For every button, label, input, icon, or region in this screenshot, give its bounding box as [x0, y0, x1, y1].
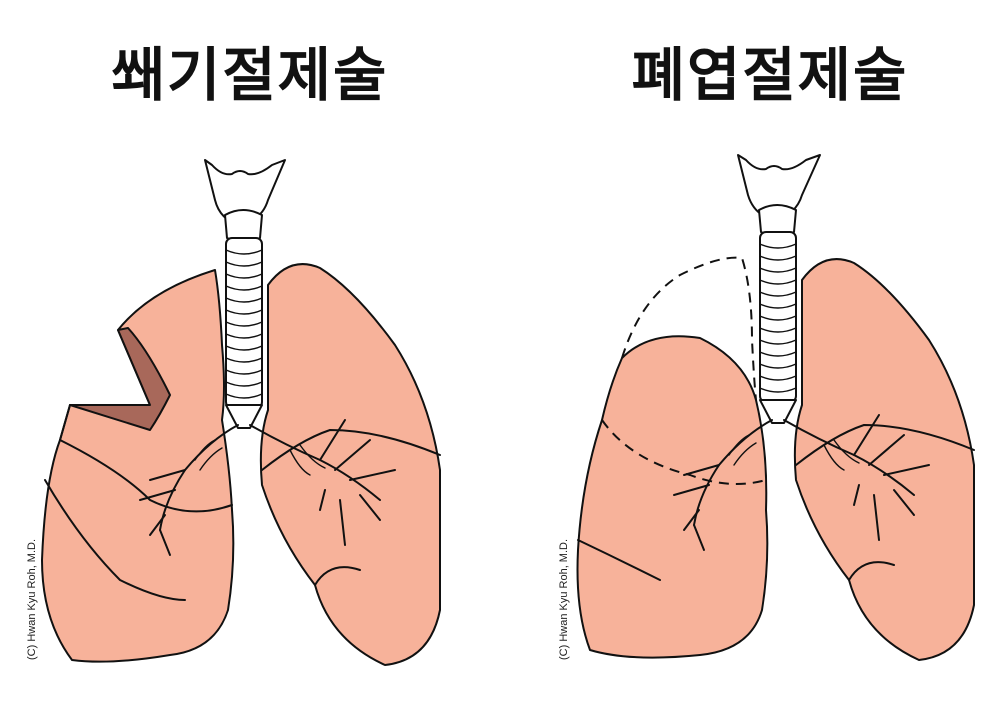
lobectomy-title: 폐엽절제술: [631, 41, 909, 109]
left-lung: [259, 263, 441, 666]
trachea: [759, 231, 797, 403]
wedge-resection-diagram: [41, 159, 441, 666]
removed-lobe-outline: [621, 256, 757, 401]
bronchial-tree: [139, 404, 396, 556]
larynx: [737, 154, 821, 237]
right-lung: [576, 335, 769, 659]
right-lung: [41, 269, 235, 663]
left-lung: [793, 258, 975, 661]
lobectomy-diagram: [576, 154, 975, 661]
bronchial-tree: [673, 399, 930, 551]
larynx: [204, 159, 286, 243]
wedge-resection-title: 쐐기절제술: [111, 41, 389, 109]
trachea: [225, 237, 263, 409]
